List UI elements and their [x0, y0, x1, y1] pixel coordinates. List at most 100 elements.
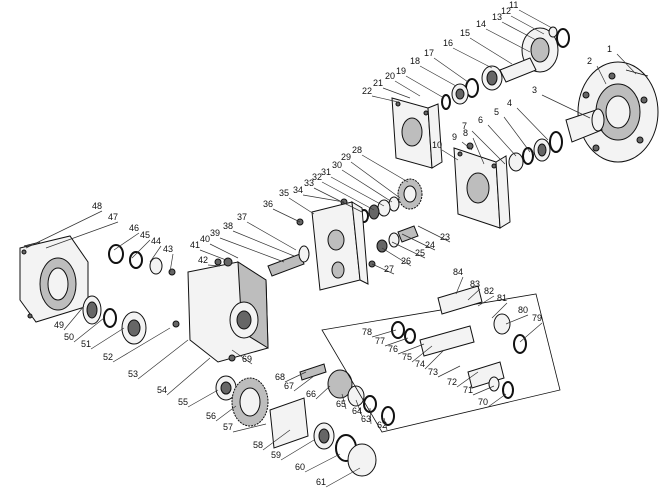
leader-line-71 — [472, 385, 495, 396]
flange-bolt — [625, 69, 649, 77]
leader-line-33 — [313, 187, 363, 213]
callout-label-53: 53 — [128, 369, 138, 379]
callout-label-40: 40 — [200, 234, 210, 244]
leader-line-53 — [137, 339, 189, 380]
callout-label-7: 7 — [462, 121, 467, 131]
leader-line-79 — [519, 322, 543, 343]
leader-line-10 — [441, 149, 459, 161]
leader-line-56 — [215, 405, 237, 422]
pinion-set — [368, 225, 419, 268]
callout-label-19: 19 — [396, 66, 406, 76]
callout-label-70: 70 — [478, 397, 488, 407]
leader-line-36 — [272, 208, 301, 223]
callout-label-30: 30 — [332, 160, 342, 170]
leader-line-66 — [315, 385, 331, 400]
leader-line-17 — [433, 57, 469, 83]
callout-label-79: 79 — [532, 313, 542, 323]
leader-line-68 — [284, 371, 307, 383]
callout-labels: 1234567891011121314151617181920212223242… — [54, 0, 612, 487]
callout-label-78: 78 — [362, 327, 372, 337]
callout-label-54: 54 — [157, 385, 167, 395]
leader-line-44 — [149, 245, 162, 263]
callout-label-34: 34 — [293, 185, 303, 195]
leader-line-67 — [293, 375, 315, 392]
callout-label-47: 47 — [108, 212, 118, 222]
callout-label-43: 43 — [163, 244, 173, 254]
leader-line-58 — [262, 429, 291, 451]
leader-line-50 — [73, 317, 105, 343]
callout-label-41: 41 — [190, 240, 200, 250]
callout-label-63: 63 — [361, 414, 371, 424]
callout-label-24: 24 — [425, 240, 435, 250]
leader-line-6 — [487, 124, 517, 157]
callout-label-76: 76 — [388, 344, 398, 354]
leader-line-74 — [424, 349, 445, 370]
callout-label-51: 51 — [81, 339, 91, 349]
callout-label-36: 36 — [263, 199, 273, 209]
leader-line-8 — [472, 137, 485, 165]
leader-line-60 — [304, 453, 341, 473]
leader-line-73 — [437, 365, 461, 378]
leader-line-48 — [25, 210, 103, 249]
callout-label-84: 84 — [453, 267, 463, 277]
callout-label-17: 17 — [424, 48, 434, 58]
callout-label-77: 77 — [375, 336, 385, 346]
callout-label-42: 42 — [198, 255, 208, 265]
leader-line-7 — [471, 130, 506, 165]
leader-line-78 — [371, 329, 397, 338]
callout-label-22: 22 — [362, 86, 372, 96]
callout-label-6: 6 — [478, 115, 483, 125]
callout-label-11: 11 — [509, 0, 518, 10]
leader-line-69 — [231, 349, 253, 365]
callout-leader-lines — [25, 9, 637, 488]
callout-label-65: 65 — [336, 399, 346, 409]
callout-label-21: 21 — [373, 78, 383, 88]
leader-line-11 — [518, 9, 553, 29]
leader-line-81 — [491, 302, 508, 319]
leader-line-19 — [405, 75, 445, 99]
leader-line-2 — [596, 65, 607, 85]
callout-label-72: 72 — [447, 377, 457, 387]
callout-label-35: 35 — [279, 188, 289, 198]
callout-label-5: 5 — [494, 107, 499, 117]
leader-line-14 — [485, 28, 531, 53]
leader-line-80 — [505, 314, 529, 325]
top-shaft — [441, 57, 537, 110]
callout-label-56: 56 — [206, 411, 216, 421]
callout-label-16: 16 — [443, 38, 453, 48]
leader-line-12 — [510, 15, 545, 35]
leader-line-52 — [112, 327, 171, 363]
leader-line-40 — [209, 243, 239, 259]
cover-upper — [391, 97, 443, 169]
leader-line-29 — [350, 161, 401, 199]
leader-line-34 — [302, 194, 345, 203]
callout-label-66: 66 — [306, 389, 316, 399]
leader-line-49 — [63, 305, 85, 331]
leader-line-24 — [401, 233, 436, 251]
callout-label-59: 59 — [271, 450, 281, 460]
leader-line-16 — [452, 47, 493, 69]
callout-label-44: 44 — [151, 236, 161, 246]
callout-label-48: 48 — [92, 201, 102, 211]
callout-label-75: 75 — [402, 352, 412, 362]
leader-line-77 — [384, 337, 409, 347]
leader-line-1 — [616, 53, 637, 75]
callout-label-73: 73 — [428, 367, 438, 377]
leader-line-63 — [369, 407, 372, 425]
leader-line-47 — [45, 221, 119, 249]
leader-line-32 — [321, 181, 375, 211]
callout-label-83: 83 — [470, 279, 480, 289]
leader-line-15 — [469, 37, 513, 65]
leader-line-13 — [501, 21, 537, 41]
leader-line-27 — [371, 263, 395, 275]
callout-label-38: 38 — [223, 221, 233, 231]
spacer-sleeve — [565, 108, 605, 143]
leader-line-25 — [391, 241, 426, 259]
input-pinion-shaft — [267, 218, 310, 277]
leader-line-39 — [219, 237, 285, 263]
callout-label-81: 81 — [497, 293, 507, 303]
leader-line-18 — [419, 65, 457, 87]
callout-label-18: 18 — [410, 56, 420, 66]
leader-line-20 — [394, 80, 421, 97]
